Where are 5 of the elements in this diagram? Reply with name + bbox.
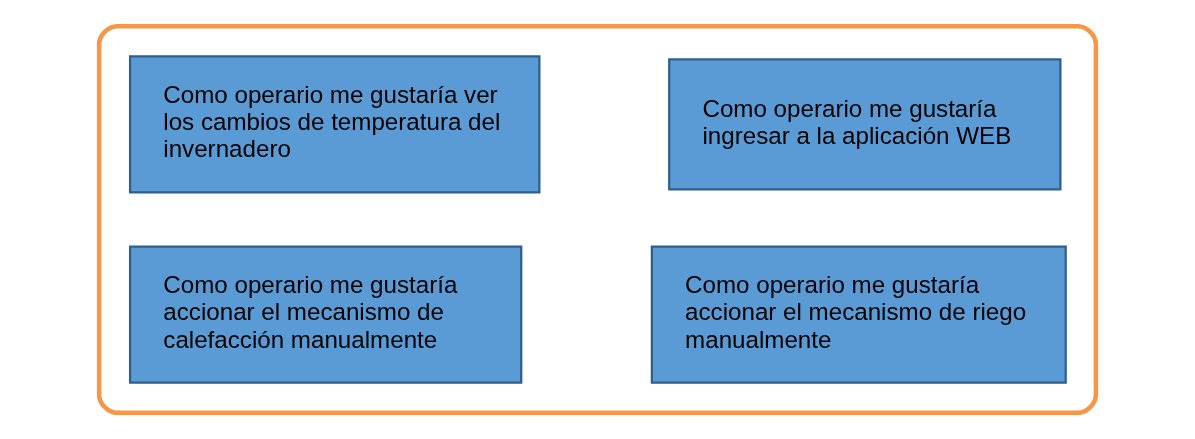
node-box: Como operario me gustaría accionar el mecanismo de calefacción manualmente (128, 245, 523, 384)
node-box: Como operario me gustaría accionar el mecanismo de riego manualmente (650, 245, 1067, 384)
cluster (96, 23, 1099, 416)
node-box: Como operario me gustaría ingresar a la aplicación WEB (668, 58, 1062, 191)
node-box: Como operario me gustaría ver los cambios de temperatura del invernadero (128, 55, 541, 194)
